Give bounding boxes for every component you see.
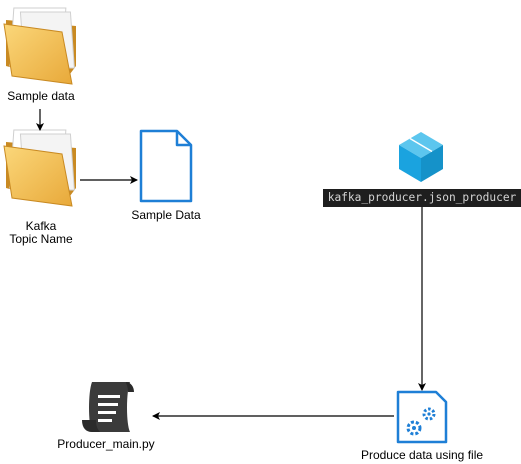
document-icon — [139, 129, 193, 203]
gear-document-icon — [396, 390, 448, 444]
sample-data-folder-label: Sample data — [7, 89, 75, 103]
kafka-folder-label-line2: Topic Name — [9, 232, 73, 246]
edges — [36, 109, 426, 420]
producer-main-label: Producer_main.py — [57, 437, 155, 451]
folder-icon — [3, 7, 76, 85]
kafka-folder-label-line1: Kafka — [25, 219, 57, 233]
sample-data-file-label: Sample Data — [131, 208, 201, 222]
script-scroll-icon — [82, 382, 134, 432]
folder-icon — [3, 129, 76, 207]
json-producer-label: kafka_producer.json_producer — [323, 189, 521, 207]
package-cube-icon — [399, 132, 443, 182]
produce-file-label: Produce data using file — [360, 448, 484, 462]
